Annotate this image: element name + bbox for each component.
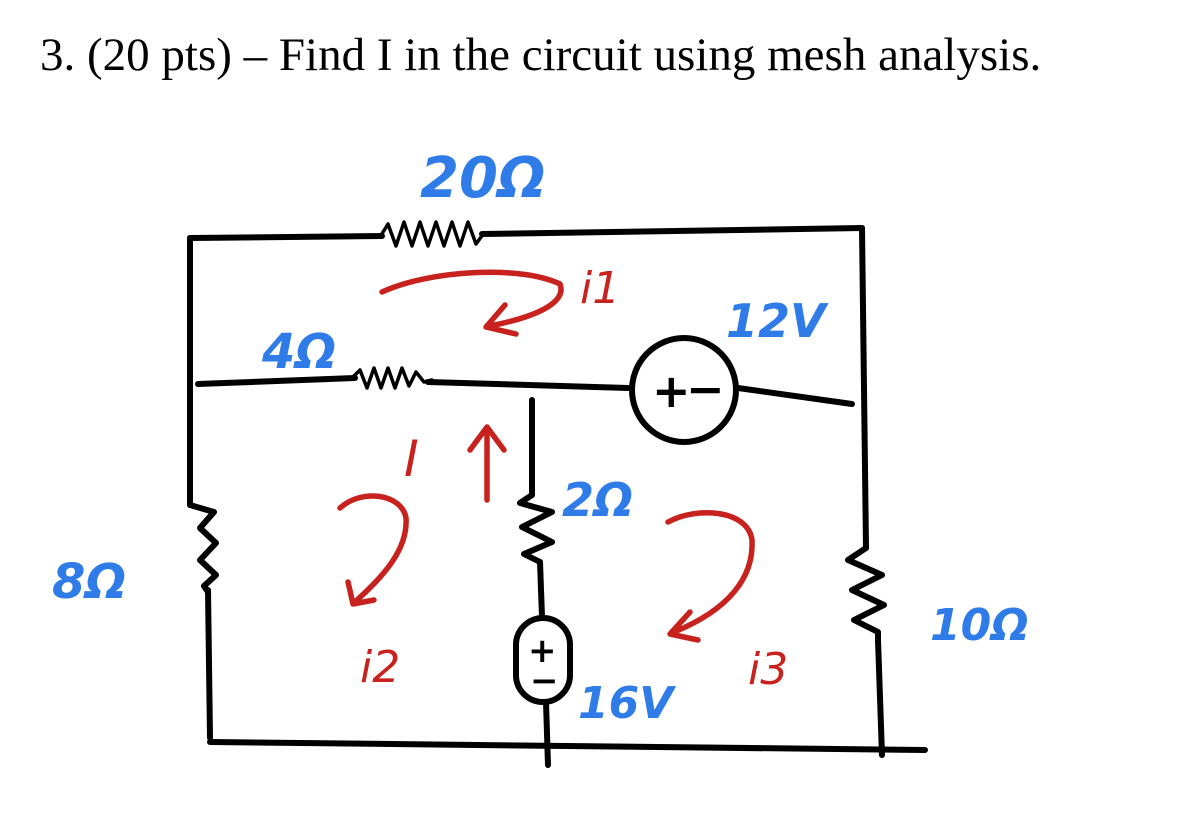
resistor-20-ohm (378, 220, 486, 248)
resistor-10-ohm (845, 545, 887, 645)
resistor-2-ohm (517, 492, 555, 565)
mesh1-arrow (379, 269, 564, 329)
mesh3-arrowhead (667, 609, 701, 643)
source-16v-body (513, 615, 573, 705)
label-10-ohm: 10Ω (930, 600, 1029, 651)
voltage-source-16v: + − (513, 615, 573, 705)
wire-mid-center (425, 379, 631, 391)
wire-left-lower (205, 587, 213, 741)
resistor-4-ohm (350, 366, 434, 390)
label-i2: i2 (360, 642, 400, 693)
source-12v-circle (629, 335, 739, 445)
voltage-source-12v: + − (629, 335, 739, 445)
wires (187, 225, 928, 768)
source-16v-minus: − (530, 661, 559, 701)
label-2-ohm: 2Ω (562, 473, 633, 527)
label-16v: 16V (578, 678, 676, 729)
label-8-ohm: 8Ω (52, 554, 126, 610)
wire-mid-left (195, 375, 358, 387)
wire-top-left (187, 233, 385, 241)
label-i1: i1 (580, 263, 620, 314)
mesh2-arrow (337, 493, 409, 603)
source-12v-minus: − (686, 362, 725, 416)
label-12v: 12V (726, 294, 829, 348)
mesh2-arrowhead (345, 579, 377, 607)
source-12v-plus: + (652, 364, 691, 418)
wire-bottom (207, 739, 928, 753)
label-i3: i3 (748, 644, 788, 695)
wire-center-mid (537, 559, 545, 620)
current-i-arrow (467, 424, 507, 503)
wire-right-upper (859, 225, 869, 551)
wire-top-right (479, 225, 865, 237)
wire-center-lower (543, 699, 551, 768)
label-current-i: I (404, 430, 419, 488)
mesh3-arrow (665, 510, 755, 635)
resistor-8-ohm (187, 502, 219, 595)
mesh1-arrowhead (483, 302, 519, 337)
label-20-ohm: 20Ω (420, 146, 546, 211)
label-4-ohm: 4Ω (261, 324, 336, 380)
wire-right-lower (875, 637, 885, 758)
wire-mid-right (735, 385, 855, 407)
question-text: 3. (20 pts) – Find I in the circuit usin… (40, 29, 1042, 81)
source-16v-plus: + (528, 631, 557, 671)
